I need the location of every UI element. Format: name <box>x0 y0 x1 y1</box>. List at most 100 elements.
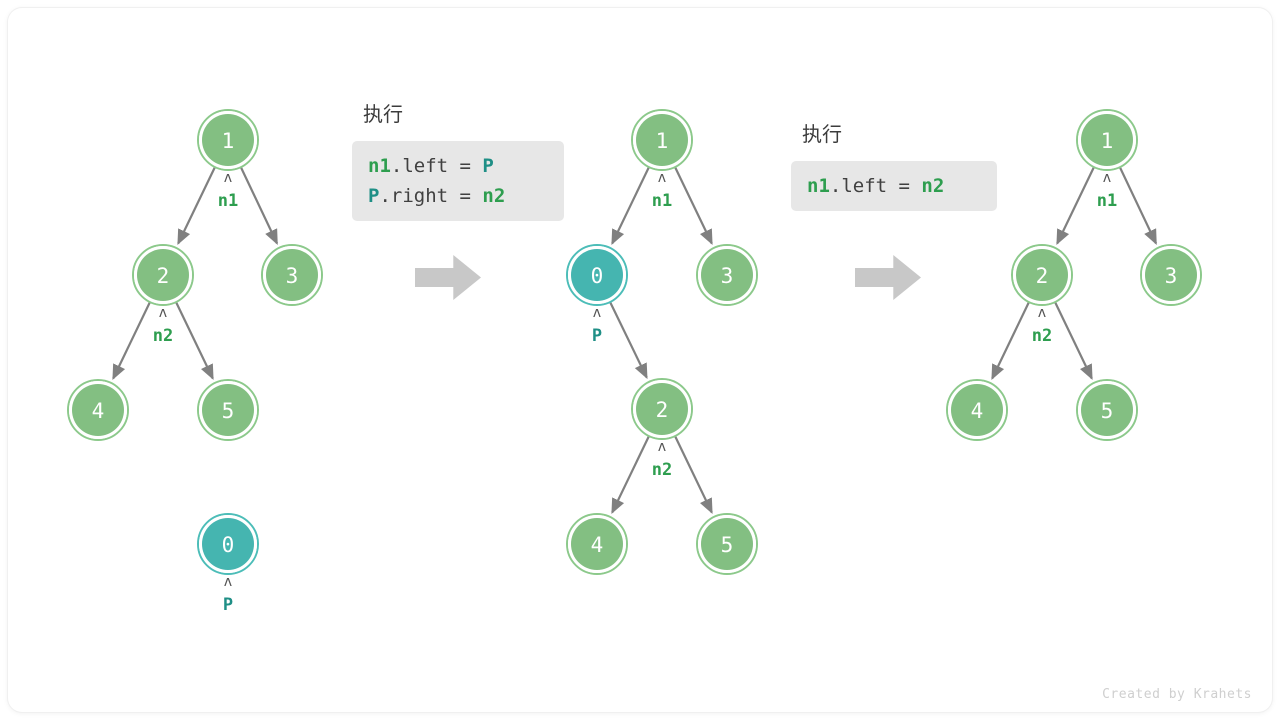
tree-node-2[interactable]: 2 <box>132 244 194 306</box>
node-outer-ring <box>197 109 259 171</box>
tree-edge <box>112 301 151 381</box>
node-circle[interactable] <box>571 518 623 570</box>
code-token: .right = <box>379 185 483 207</box>
node-circle[interactable] <box>72 384 124 436</box>
tree-node-5[interactable]: 5 <box>197 379 259 441</box>
node-outer-ring <box>132 244 194 306</box>
node-circle[interactable] <box>636 114 688 166</box>
node-inner-ring <box>1078 111 1136 169</box>
node-circle[interactable] <box>701 249 753 301</box>
node-inner-ring <box>698 515 756 573</box>
code-token: n1 <box>368 155 391 177</box>
node-inner-ring <box>1013 246 1071 304</box>
node-inner-ring <box>199 111 257 169</box>
pointer-caret: ʌ <box>224 170 232 186</box>
tree-edge <box>1056 166 1095 246</box>
tree-node-4[interactable]: 4 <box>946 379 1008 441</box>
node-inner-ring <box>568 246 626 304</box>
node-circle[interactable] <box>1016 249 1068 301</box>
pointer-caret: ʌ <box>1038 305 1046 321</box>
tree-node-0[interactable]: 0 <box>197 513 259 575</box>
node-outer-ring <box>696 244 758 306</box>
pointer-label-n1: n1 <box>1097 191 1117 211</box>
code-token: n2 <box>921 175 945 197</box>
node-value: 3 <box>721 264 734 288</box>
node-inner-ring <box>948 381 1006 439</box>
pointer-label-n1: n1 <box>652 191 672 211</box>
node-outer-ring <box>566 513 628 575</box>
tree-node-3[interactable]: 3 <box>1140 244 1202 306</box>
node-value: 3 <box>1165 264 1178 288</box>
node-circle[interactable] <box>701 518 753 570</box>
tree-edge <box>175 301 214 381</box>
node-outer-ring <box>1076 109 1138 171</box>
node-inner-ring <box>568 515 626 573</box>
tree-node-3[interactable]: 3 <box>696 244 758 306</box>
node-outer-ring <box>1076 379 1138 441</box>
pointer-label-P: P <box>223 595 233 615</box>
tree-node-5[interactable]: 5 <box>696 513 758 575</box>
tree-node-1[interactable]: 1 <box>197 109 259 171</box>
code-token: .left = <box>829 175 922 197</box>
node-inner-ring <box>263 246 321 304</box>
tree-node-4[interactable]: 4 <box>67 379 129 441</box>
tree-node-3[interactable]: 3 <box>261 244 323 306</box>
node-circle[interactable] <box>202 518 254 570</box>
node-inner-ring <box>199 381 257 439</box>
pointer-label-n2: n2 <box>1032 326 1052 346</box>
tree-edge <box>239 166 279 245</box>
node-outer-ring <box>1140 244 1202 306</box>
tree-edge <box>674 166 713 246</box>
tree-node-2[interactable]: 2 <box>1011 244 1073 306</box>
tree-node-1[interactable]: 1 <box>1076 109 1138 171</box>
node-circle[interactable] <box>636 383 688 435</box>
node-value: 4 <box>971 399 984 423</box>
node-value: 5 <box>222 399 235 423</box>
node-circle[interactable] <box>137 249 189 301</box>
node-circle[interactable] <box>266 249 318 301</box>
code-token: P <box>482 155 494 177</box>
exec-label-after-relink: 执行 <box>802 124 842 146</box>
pointer-caret: ʌ <box>658 439 666 455</box>
node-circle[interactable] <box>1081 114 1133 166</box>
node-circle[interactable] <box>202 114 254 166</box>
node-inner-ring <box>134 246 192 304</box>
tree-edge <box>609 301 648 380</box>
tree-edge <box>991 301 1030 381</box>
tree-edge <box>674 435 713 515</box>
node-inner-ring <box>633 380 691 438</box>
arrow-1 <box>415 255 481 300</box>
arrow-2 <box>855 255 921 300</box>
code-line: n1.left = P <box>368 151 548 181</box>
node-value: 1 <box>656 129 669 153</box>
code-token: P <box>368 185 380 207</box>
tree-node-2[interactable]: 2 <box>631 378 693 440</box>
tree-node-1[interactable]: 1 <box>631 109 693 171</box>
node-inner-ring <box>69 381 127 439</box>
pointer-label-n1: n1 <box>218 191 238 211</box>
tree-edge <box>1118 166 1158 245</box>
node-circle[interactable] <box>1145 249 1197 301</box>
node-value: 1 <box>222 129 235 153</box>
tree-node-4[interactable]: 4 <box>566 513 628 575</box>
tree-node-0[interactable]: 0 <box>566 244 628 306</box>
node-circle[interactable] <box>951 384 1003 436</box>
node-outer-ring <box>197 379 259 441</box>
node-circle[interactable] <box>202 384 254 436</box>
code-box-after-relink: n1.left = n2 <box>791 161 997 211</box>
node-value: 5 <box>721 533 734 557</box>
node-circle[interactable] <box>1081 384 1133 436</box>
node-circle[interactable] <box>571 249 623 301</box>
node-value: 3 <box>286 264 299 288</box>
code-line: P.right = n2 <box>368 181 548 211</box>
tree-node-5[interactable]: 5 <box>1076 379 1138 441</box>
tree-edge <box>611 435 650 515</box>
node-outer-ring <box>631 378 693 440</box>
node-value: 4 <box>92 399 105 423</box>
node-outer-ring <box>197 513 259 575</box>
